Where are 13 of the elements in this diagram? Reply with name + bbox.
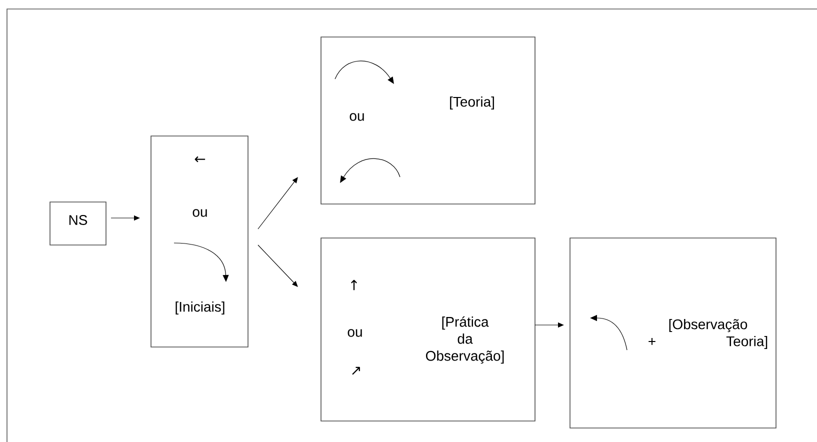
arrow-symbol: ← xyxy=(194,156,206,162)
box-text: [Teoria] xyxy=(450,96,494,110)
box-text: ou xyxy=(192,209,207,217)
arrow-symbol: ↑ xyxy=(351,280,357,290)
box-text: ou xyxy=(350,113,364,121)
arrow xyxy=(258,244,298,287)
box-text: ou xyxy=(348,329,362,337)
box-text: [Prática da Observação] xyxy=(426,316,504,364)
arrow-symbol: ↗ xyxy=(352,366,360,375)
box-text: [Iniciais] xyxy=(176,301,224,315)
box-text: NS xyxy=(69,215,88,225)
box-text: [Observação + Teoria] xyxy=(648,318,768,350)
arrow xyxy=(258,177,298,230)
